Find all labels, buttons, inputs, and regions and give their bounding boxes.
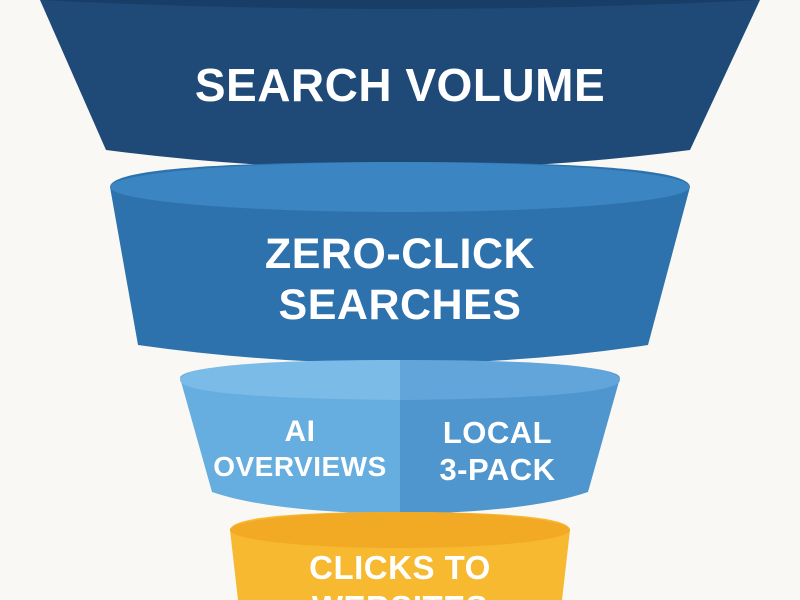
funnel-stage-search-volume-rim xyxy=(40,0,760,9)
funnel-stage-zero-click-rim xyxy=(110,162,690,212)
zero-click-line-1: ZERO-CLICK xyxy=(264,230,536,278)
clicks-line-1: CLICKS TO xyxy=(309,549,491,586)
funnel-stage-zero-click xyxy=(110,162,690,364)
search-volume-label: SEARCH VOLUME xyxy=(150,58,650,113)
ai-overviews-label: AI OVERVIEWS xyxy=(200,414,400,484)
funnel-stage-search-volume xyxy=(40,0,760,169)
local-3-pack-line-2: 3-PACK xyxy=(439,452,556,488)
clicks-to-websites-label: CLICKS TO WEBSITES xyxy=(240,548,560,600)
funnel-stage-ai-overviews-rim xyxy=(180,360,400,400)
ai-overviews-line-1: AI xyxy=(284,415,316,448)
funnel-stage-local-3-pack-rim xyxy=(400,360,620,400)
zero-click-line-2: SEARCHES xyxy=(278,281,522,330)
search-volume-line-1: SEARCH VOLUME xyxy=(194,59,606,111)
clicks-line-2: WEBSITES xyxy=(240,588,560,600)
funnel-stage-clicks-rim xyxy=(230,512,570,548)
local-3-pack-label: LOCAL 3-PACK xyxy=(400,414,595,488)
ai-overviews-line-2: OVERVIEWS xyxy=(213,451,387,482)
zero-click-label: ZERO-CLICK SEARCHES xyxy=(180,229,620,331)
local-3-pack-line-1: LOCAL xyxy=(442,415,553,450)
